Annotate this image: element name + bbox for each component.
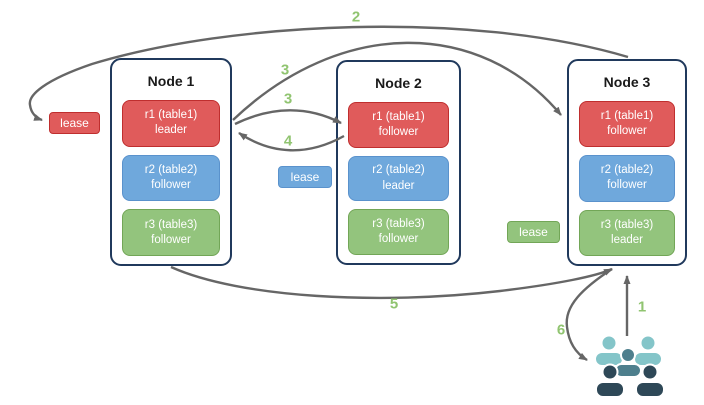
replica-role: leader: [382, 179, 415, 192]
replica-name: r3 (table3): [600, 218, 654, 231]
node-3-replica-r2: r2 (table2) follower: [579, 155, 675, 202]
node-1-replica-r2: r2 (table2) follower: [122, 154, 220, 202]
replica-role: follower: [378, 125, 419, 138]
step-label-3a: 3: [280, 61, 290, 79]
replica-name: r2 (table2): [144, 163, 198, 176]
replica-name: r2 (table2): [372, 164, 425, 177]
replica-role: leader: [155, 124, 187, 137]
arrow-3-node1-to-node2: [234, 109, 342, 126]
replica-name: r2 (table2): [600, 164, 654, 177]
replica-name: r1 (table1): [600, 109, 654, 122]
step-label-4: 4: [283, 132, 293, 150]
replica-role: leader: [611, 233, 643, 246]
replica-name: r3 (table3): [372, 218, 425, 230]
replica-role: follower: [151, 179, 191, 191]
step-label-1: 1: [637, 298, 647, 316]
replica-role: follower: [151, 233, 191, 246]
node-3: Node 3 r1 (table1) follower r2 (table2) …: [567, 59, 687, 266]
replica-name: r1 (table1): [372, 110, 425, 123]
user-figure-mid: [614, 347, 642, 378]
node-2-replica-r2: r2 (table2) leader: [348, 155, 449, 202]
replica-name: r1 (table1): [144, 109, 198, 122]
step-label-3b: 3: [283, 90, 293, 108]
node-1-replica-r3: r3 (table3) follower: [122, 209, 220, 257]
node-3-replica-r3: r3 (table3) leader: [579, 209, 675, 256]
user-figure-dark: [595, 363, 665, 398]
users-group-icon: [594, 334, 665, 398]
step-label-5: 5: [389, 295, 399, 313]
node-1: Node 1 r1 (table1) leader r2 (table2) fo…: [110, 58, 232, 266]
node-3-title: Node 3: [603, 74, 651, 90]
node-2-replica-r1: r1 (table1) follower: [348, 102, 449, 148]
lease-badge-red: lease: [49, 112, 100, 134]
lease-badge-blue: lease: [278, 166, 332, 188]
arrow-5-node1-to-node3: [170, 265, 613, 300]
node-1-title: Node 1: [147, 73, 195, 89]
node-1-replica-r1: r1 (table1) leader: [122, 100, 220, 147]
replica-name: r3 (table3): [144, 218, 198, 231]
replica-role: follower: [607, 125, 647, 138]
node-2-title: Node 2: [375, 75, 422, 91]
step-label-6: 6: [556, 321, 566, 339]
node-2: Node 2 r1 (table1) follower r2 (table2) …: [336, 60, 461, 265]
node-3-replica-r1: r1 (table1) follower: [579, 101, 675, 148]
replica-role: follower: [607, 179, 647, 192]
lease-badge-green: lease: [507, 221, 560, 243]
replica-role: follower: [378, 233, 419, 246]
step-label-2: 2: [351, 8, 361, 26]
node-2-replica-r3: r3 (table3) follower: [348, 209, 449, 256]
